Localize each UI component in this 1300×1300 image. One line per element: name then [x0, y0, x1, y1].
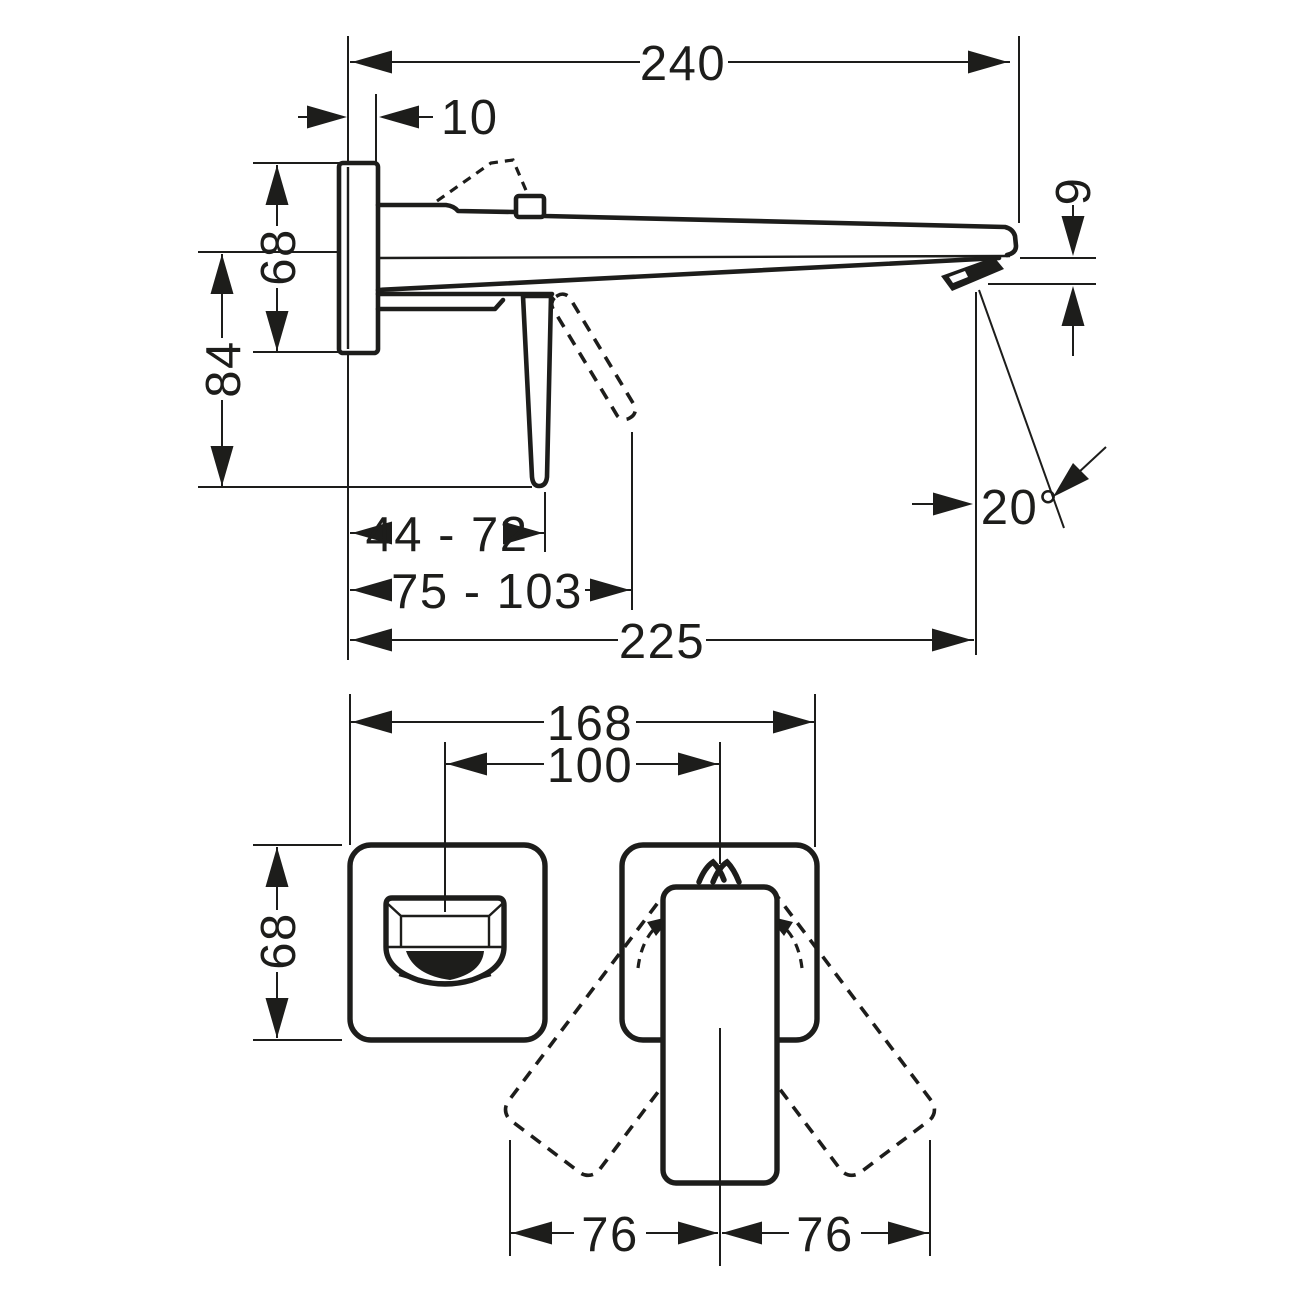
- dim-label-valve-depth-range: 44 - 72: [365, 508, 528, 562]
- handle-open-dashes: [436, 158, 530, 203]
- dim-label-plate-thickness: 10: [441, 91, 499, 145]
- spout-angle-diagonal: [978, 289, 1065, 529]
- arrow-right: [590, 578, 630, 602]
- dim-label-plate-height-front: 68: [252, 912, 306, 970]
- dim-label-swing-right: 76: [796, 1208, 854, 1262]
- arrow-up: [265, 165, 289, 205]
- arrow-right: [678, 752, 718, 776]
- arrow-left: [722, 1221, 762, 1245]
- arrow-right: [932, 628, 972, 652]
- brand-logo: [696, 858, 742, 885]
- arrow-down: [265, 998, 289, 1038]
- arrow-up: [210, 254, 234, 294]
- dim-label-swing-left: 76: [581, 1208, 639, 1262]
- arrow-up: [1061, 286, 1085, 326]
- dim-plate-height-side: 68: [252, 165, 306, 351]
- arrow-left: [512, 1221, 552, 1245]
- dim-plate-height-front: 68: [252, 847, 306, 1038]
- extension-lines-side-path: [198, 36, 1096, 660]
- dim-lever-depth-range: 75 - 103: [350, 565, 632, 619]
- arrow-right: [773, 710, 813, 734]
- dim-plates-width: 168: [350, 697, 815, 751]
- front-view: 168 100 68 76 76: [252, 694, 937, 1266]
- outlet-rim-curve: [398, 973, 492, 984]
- arrow-right: [888, 1221, 928, 1245]
- dim-label-spout-projection: 225: [619, 615, 705, 669]
- side-view: 240 10 68 84 9: [197, 36, 1107, 669]
- dim-tip-height: 9: [1047, 177, 1101, 356]
- dim-label-overall-depth: 240: [640, 37, 726, 91]
- arrow-up: [265, 847, 289, 887]
- handle-open-dashed-side: [436, 158, 530, 203]
- arrow-down: [265, 311, 289, 351]
- dim-body-height: 84: [197, 254, 251, 486]
- spout-inner-line: [379, 254, 1011, 260]
- dim-label-lever-depth-range: 75 - 103: [391, 565, 583, 619]
- dim-valve-depth-range: 44 - 72: [350, 508, 545, 562]
- arrow-left: [447, 752, 487, 776]
- arrow-down: [210, 446, 234, 486]
- dim-swing-right: 76: [722, 1208, 930, 1262]
- aerator-notch: [949, 271, 968, 283]
- outlet-water-opening: [406, 951, 484, 980]
- dim-label-plates-width: 168: [547, 697, 633, 751]
- arrow-left: [352, 628, 392, 652]
- arrow-diagonal: [1053, 463, 1089, 497]
- dim-label-body-height: 84: [197, 340, 251, 398]
- dim-centers-distance: 100: [445, 739, 720, 793]
- arrow-down: [1061, 216, 1085, 256]
- arrow-right: [933, 492, 973, 516]
- spout-angle-leader: [1077, 446, 1107, 474]
- dim-label-tip-height: 9: [1047, 177, 1101, 206]
- dim-overall-depth: 240: [350, 37, 1010, 91]
- handle-knob-side: [513, 193, 547, 220]
- arrow-right: [678, 1221, 718, 1245]
- support-leg-path: [520, 293, 554, 489]
- aerator-side: [941, 257, 1004, 291]
- arrow-left: [352, 50, 392, 74]
- extension-lines-front: [253, 694, 931, 1256]
- arrow-left-inward: [379, 105, 419, 129]
- extension-lines-side: [198, 36, 1107, 660]
- support-leg-side: [520, 293, 554, 489]
- wall-plate-side: [336, 160, 381, 356]
- aerator-body: [941, 257, 1004, 291]
- dim-swing-left: 76: [510, 1208, 718, 1262]
- spout-body-side: [375, 193, 1019, 293]
- brand-logo-mark: [696, 858, 742, 885]
- lever-dashed-rect: [549, 292, 638, 422]
- spout-underside-wedge: [375, 255, 1002, 293]
- dim-label-centers-distance: 100: [547, 739, 633, 793]
- arrow-left: [352, 521, 392, 545]
- arrow-left: [352, 578, 392, 602]
- dim-spout-projection: 225: [350, 615, 974, 669]
- extension-lines-front-path: [253, 694, 931, 1256]
- spout-outlet-front: [383, 895, 507, 987]
- arrow-left: [352, 710, 392, 734]
- arrow-right: [503, 521, 543, 545]
- dim-plate-thickness: 10: [298, 91, 499, 145]
- lever-closed-dashed-side: [549, 292, 638, 422]
- dim-spout-angle: 20°: [912, 463, 1089, 535]
- wall-plate-rect: [336, 160, 381, 356]
- arrow-right: [968, 50, 1008, 74]
- arrow-right-inward: [307, 105, 347, 129]
- spout-top-outline: [375, 202, 1019, 258]
- dim-label-plate-height-side: 68: [252, 228, 306, 286]
- outlet-bevel-lines: [387, 903, 503, 949]
- dim-label-spout-angle: 20°: [981, 481, 1060, 535]
